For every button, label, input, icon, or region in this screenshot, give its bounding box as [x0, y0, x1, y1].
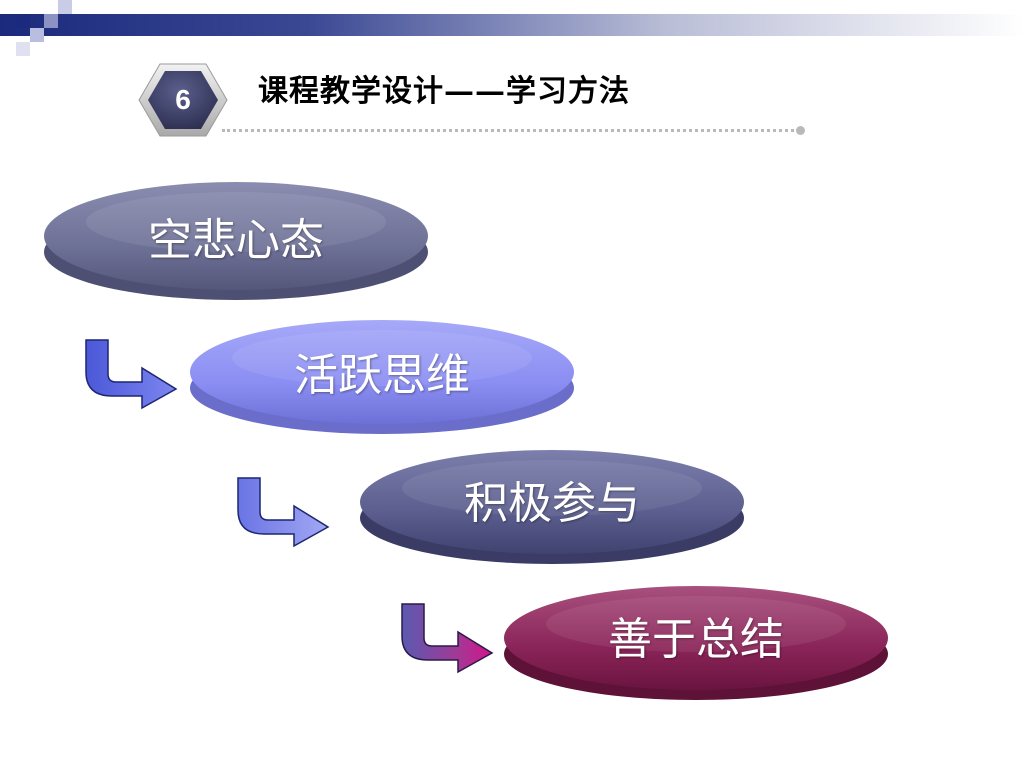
step-pill-1 — [44, 182, 428, 300]
slide-title: 课程教学设计——学习方法 — [258, 74, 630, 109]
step-label-2: 活跃思维 — [294, 350, 470, 401]
header-square-2 — [30, 0, 44, 14]
step-pill-4 — [504, 586, 888, 700]
title-divider-end — [796, 126, 805, 135]
slide-number: 6 — [175, 84, 191, 115]
curved-arrow-icon-1 — [85, 339, 178, 410]
header-square-1 — [16, 14, 30, 28]
title-divider — [222, 129, 800, 132]
slide-number-badge — [138, 63, 228, 137]
header-square-4 — [30, 28, 44, 42]
step-label-1: 空悲心态 — [148, 215, 324, 266]
curved-arrow-icon-2 — [237, 477, 330, 548]
header-bar — [0, 14, 1024, 36]
header-square-3 — [44, 14, 58, 28]
step-label-4: 善于总结 — [608, 614, 784, 665]
step-pill-2 — [190, 320, 574, 434]
curved-arrow-icon-3 — [401, 603, 494, 674]
step-pill-3 — [360, 450, 744, 564]
header-square-6 — [16, 42, 30, 56]
header-square-5 — [58, 0, 72, 14]
step-label-3: 积极参与 — [464, 478, 640, 529]
